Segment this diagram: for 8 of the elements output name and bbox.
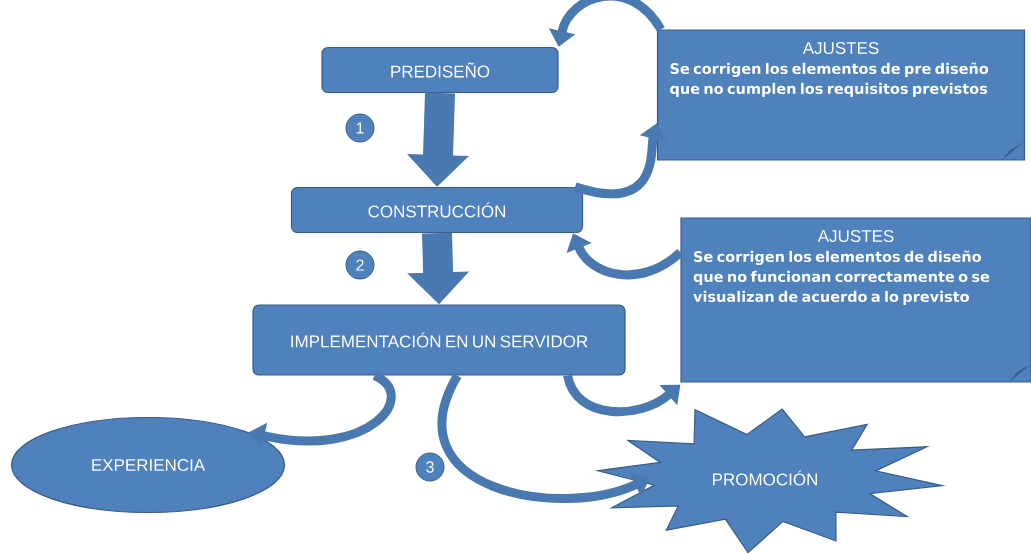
note-box: AJUSTES Se corrigen los elementos de diseño que no funcionan correctamente o se visualizan de acuerdo a lo previsto	[680, 217, 1031, 383]
number-badge: 1	[345, 113, 375, 143]
number-badge: 3	[415, 452, 445, 482]
process-box: PREDISEÑO	[321, 46, 559, 94]
process-box: CONSTRUCCIÓN	[290, 186, 584, 234]
note-box: AJUSTES Se corrigen los elementos de pre diseño que no cumplen los requisitos previstos	[656, 29, 1026, 161]
number-badge: 2	[345, 250, 375, 280]
process-box: IMPLEMENTACIÓN EN UN SERVIDOR	[252, 304, 626, 376]
